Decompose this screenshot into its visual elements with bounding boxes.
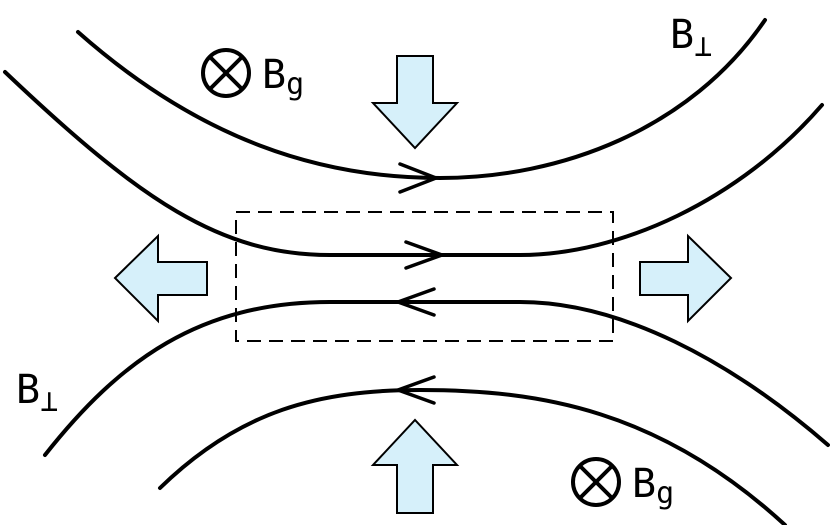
field-line-top-inner [3,70,824,257]
into-page-cross-icon [578,464,614,500]
perpendicular-field-label-left: B⊥ [16,367,58,419]
guide-field-symbol-bottom [571,457,621,507]
guide-field-symbol-top [201,48,251,98]
outflow-arrow-left [113,233,208,324]
guide-field-label-bottom: Bg [632,461,674,511]
direction-arrowhead-left-inner [396,287,436,317]
field-line-bottom-inner [43,300,830,457]
direction-arrowhead-left-bottom [396,375,436,405]
field-line-top-outer [76,18,767,181]
into-page-cross-icon [208,55,244,91]
outflow-arrow-right [639,233,733,324]
inflow-arrow-top [370,55,460,150]
diffusion-region-box [235,211,614,342]
guide-field-label-top: Bg [262,52,304,102]
inflow-arrow-bottom [370,418,460,514]
direction-arrowhead-right-inner [404,240,444,270]
perpendicular-field-label-top: B⊥ [670,12,712,64]
field-line-bottom-outer [158,387,787,525]
direction-arrowhead-right-top [398,162,438,194]
